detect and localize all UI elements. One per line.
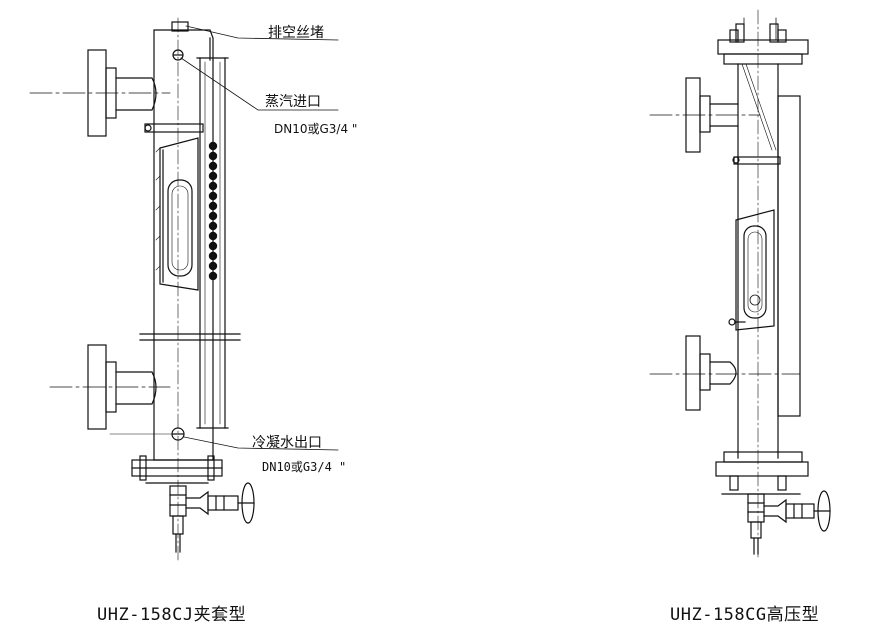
indicator-ball — [208, 141, 218, 151]
left-upper-flange — [29, 49, 171, 137]
left-main-tube — [153, 29, 214, 461]
right-device-caption: UHZ-158CG高压型 — [670, 605, 820, 625]
leader-steam-inlet — [180, 57, 339, 111]
right-bottom-flange — [715, 451, 809, 495]
left-indicator-balls — [208, 141, 218, 281]
right-top-flange — [717, 17, 809, 65]
left-lower-flange — [49, 344, 171, 430]
label-vent-plug: 排空丝堵 — [268, 25, 324, 41]
indicator-ball — [208, 151, 218, 161]
left-break-line — [139, 333, 241, 341]
label-steam-inlet-spec: DN10或G3/4 " — [274, 122, 358, 136]
indicator-ball — [208, 211, 218, 221]
left-bottom-flange — [131, 455, 223, 484]
indicator-ball — [208, 161, 218, 171]
indicator-ball — [208, 241, 218, 251]
indicator-ball — [208, 201, 218, 211]
label-steam-inlet: 蒸汽进口 — [265, 94, 321, 110]
indicator-ball — [208, 191, 218, 201]
indicator-ball — [208, 171, 218, 181]
indicator-ball — [208, 231, 218, 241]
leader-condensate-outlet — [183, 436, 339, 451]
left-steam-inlet — [172, 49, 184, 61]
label-condensate-outlet: 冷凝水出口 — [252, 435, 322, 451]
indicator-ball — [208, 261, 218, 271]
right-device-drawing — [649, 9, 831, 561]
left-device-caption: UHZ-158CJ夹套型 — [97, 605, 247, 625]
leader-vent-plug — [185, 25, 339, 41]
left-device-drawing — [29, 17, 339, 561]
right-upper-flange — [649, 77, 761, 153]
right-drain-valve — [747, 490, 831, 555]
left-gauge-glass — [155, 137, 199, 291]
indicator-ball — [208, 221, 218, 231]
right-gauge-glass — [735, 209, 775, 331]
label-condensate-outlet-spec: DN10或G3/4 " — [262, 460, 347, 474]
left-drain-valve — [169, 482, 255, 553]
right-indicator-panel — [777, 95, 801, 417]
indicator-ball — [208, 271, 218, 281]
indicator-ball — [208, 251, 218, 261]
indicator-ball — [208, 181, 218, 191]
right-lower-flange — [649, 335, 801, 411]
